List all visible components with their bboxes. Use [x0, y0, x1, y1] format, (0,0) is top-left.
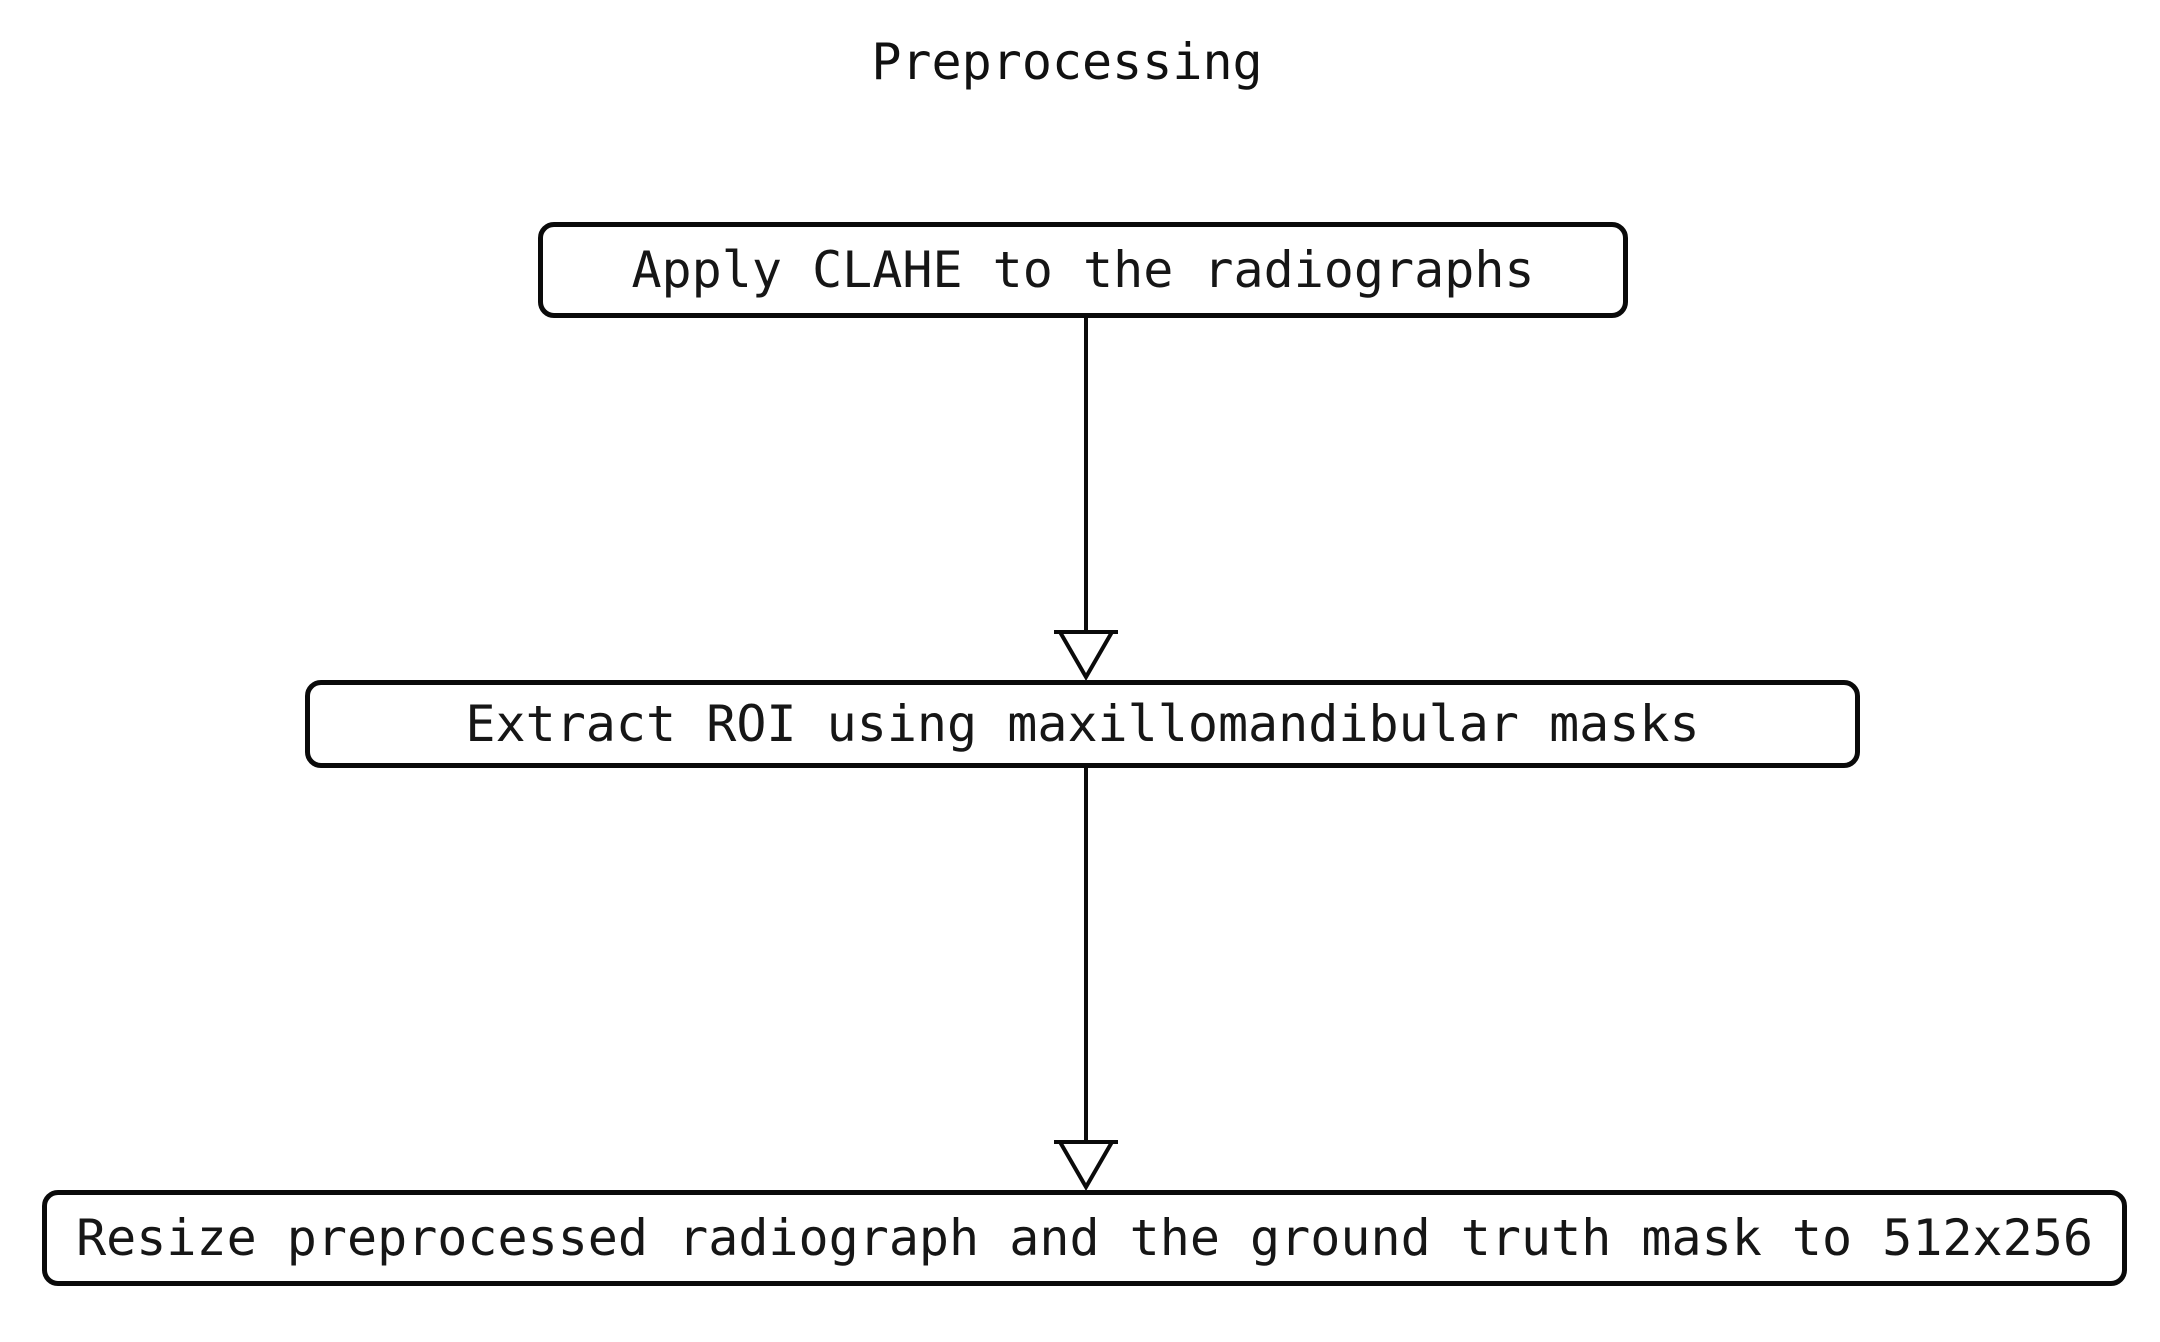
- node-resize-label: Resize preprocessed radiograph and the g…: [76, 1209, 2093, 1267]
- node-extract-roi-label: Extract ROI using maxillomandibular mask…: [465, 695, 1700, 753]
- node-apply-clahe: Apply CLAHE to the radiographs: [538, 222, 1628, 318]
- diagram-title: Preprocessing: [871, 33, 1263, 91]
- arrow-down-icon: [1054, 318, 1118, 681]
- node-resize: Resize preprocessed radiograph and the g…: [42, 1190, 2127, 1286]
- arrow-down-icon: [1054, 767, 1118, 1191]
- node-extract-roi: Extract ROI using maxillomandibular mask…: [305, 680, 1860, 768]
- node-apply-clahe-label: Apply CLAHE to the radiographs: [631, 241, 1535, 299]
